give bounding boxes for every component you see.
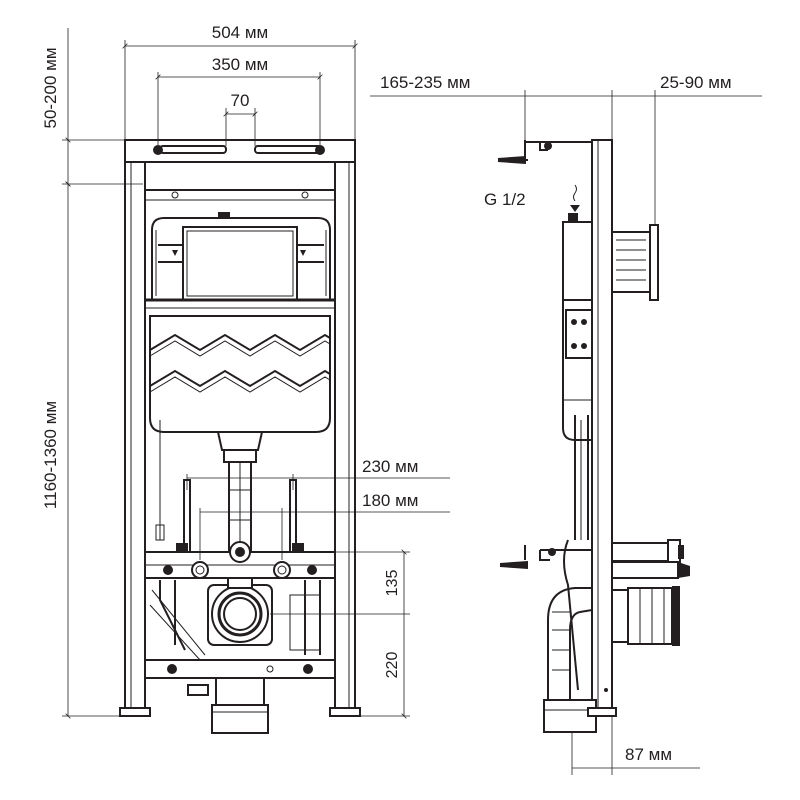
dim-plate-offset-label: 25-90 мм — [660, 73, 732, 92]
dim-height-label: 1160-1360 мм — [41, 401, 60, 509]
side-view: G 1/2 — [484, 139, 690, 733]
mount-screw-right — [315, 145, 325, 155]
side-drain-bend — [547, 587, 593, 701]
left-post — [124, 161, 146, 715]
inlet-label: G 1/2 — [484, 190, 526, 209]
side-upright — [591, 139, 613, 717]
front-dimensions: 504 мм 350 мм 70 50-200 мм 1160-1360 мм … — [41, 23, 450, 719]
right-foot — [329, 707, 361, 717]
stud-left — [191, 561, 209, 579]
left-foot — [119, 707, 151, 717]
side-dimensions: 165-235 мм 25-90 мм 87 мм — [370, 73, 762, 775]
cistern-body — [149, 315, 331, 433]
mount-screw-left — [153, 145, 163, 155]
flush-plate-mount — [649, 224, 659, 301]
dim-drain-height-label: 220 — [384, 652, 401, 679]
dim-bottom-label: 87 мм — [625, 745, 672, 764]
right-post — [334, 161, 356, 715]
dim-stud-outer-label: 230 мм — [362, 457, 418, 476]
flush-plate-opening — [182, 226, 298, 301]
cistern-top — [151, 217, 331, 300]
flush-valve — [216, 431, 264, 451]
dim-center-gap-label: 70 — [231, 91, 250, 110]
dim-top-adjust-label: 50-200 мм — [41, 47, 60, 128]
front-view — [119, 139, 361, 734]
stud-right — [273, 561, 291, 579]
dim-drain-offset-label: 135 — [384, 570, 401, 597]
dim-depth-range-label: 165-235 мм — [380, 73, 471, 92]
dim-frame-width-label: 504 мм — [212, 23, 268, 42]
dim-stud-inner-label: 180 мм — [362, 491, 418, 510]
side-drain-outlet — [627, 587, 673, 645]
dim-mount-holes-label: 350 мм — [212, 55, 268, 74]
